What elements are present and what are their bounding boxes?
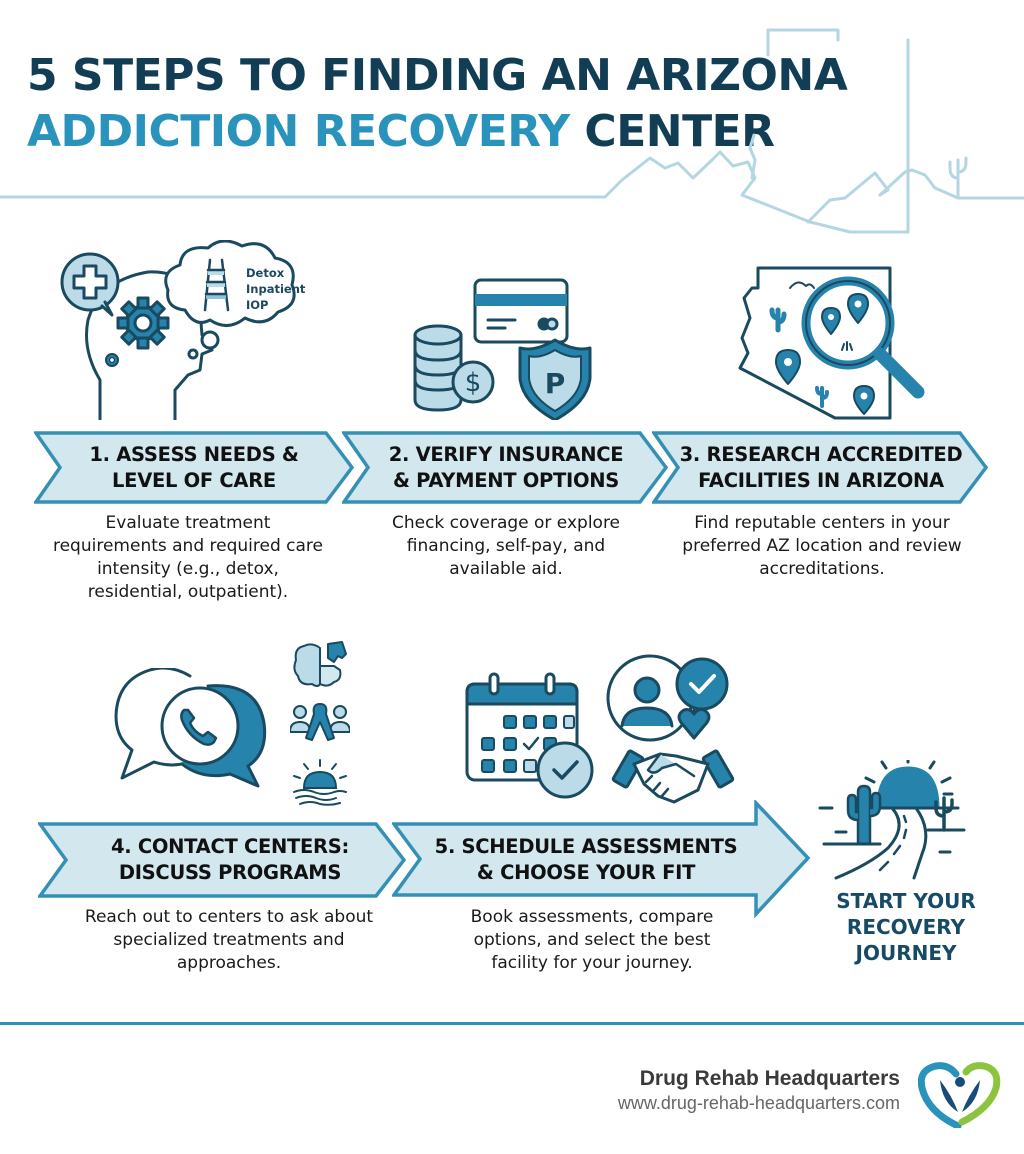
title-line-1: 5 STEPS TO FINDING AN ARIZONA <box>27 50 848 101</box>
step-1-description: Evaluate treatment requirements and requ… <box>52 513 324 602</box>
step-4-description: Reach out to centers to ask about specia… <box>84 907 374 973</box>
arizona-map-search-icon <box>738 266 925 420</box>
calendar-handshake-icon <box>465 654 735 804</box>
chevron-shape <box>34 431 354 504</box>
title-dark-text: CENTER <box>569 106 775 157</box>
step-2-title: 2. VERIFY INSURANCE& PAYMENT OPTIONS <box>388 442 624 492</box>
chevron-shape <box>652 431 988 504</box>
brain-puzzle-icon <box>293 641 347 687</box>
cloud-label-inpatient: Inpatient <box>246 282 306 296</box>
step-4-title: 4. CONTACT CENTERS:DISCUSS PROGRAMS <box>111 835 349 884</box>
cloud-label-iop: IOP <box>246 298 269 312</box>
title-line-2: ADDICTION RECOVERY CENTER <box>27 104 987 160</box>
step-5-title: 5. SCHEDULE ASSESSMENTS& CHOOSE YOUR FIT <box>434 834 738 884</box>
chat-phone-icon <box>114 668 267 788</box>
chevron-shape <box>342 431 668 504</box>
cloud-label-list: Detox Inpatient IOP <box>246 265 305 313</box>
desert-road-sunrise-icon <box>818 760 966 880</box>
step-3-description: Find reputable centers in your preferred… <box>682 513 962 579</box>
brand-url-link[interactable]: www.drug-rehab-headquarters.com <box>617 1093 900 1113</box>
step-5-description: Book assessments, compare options, and s… <box>470 907 714 973</box>
step-1-banner: 1. ASSESS NEEDS &LEVEL OF CARE <box>34 431 354 504</box>
cloud-label-detox: Detox <box>246 266 285 280</box>
svg-text:P: P <box>545 367 566 400</box>
footer-brand: Drug Rehab Headquarters www.drug-rehab-h… <box>618 1066 900 1114</box>
brand-name: Drug Rehab Headquarters <box>639 1067 900 1090</box>
heart-figure-logo-icon <box>918 1062 1001 1128</box>
page-title: 5 STEPS TO FINDING AN ARIZONA ADDICTION … <box>27 48 987 160</box>
journey-label: START YOUR RECOVERY JOURNEY <box>836 889 976 965</box>
payment-insurance-icon: $ P <box>413 278 592 420</box>
step-4-banner: 4. CONTACT CENTERS:DISCUSS PROGRAMS <box>38 822 406 898</box>
footer-divider <box>0 1022 1024 1025</box>
title-accent-text: ADDICTION RECOVERY <box>27 106 570 157</box>
sunrise-waves-icon <box>293 759 347 806</box>
svg-text:$: $ <box>465 368 482 398</box>
step-2-description: Check coverage or explore financing, sel… <box>391 513 621 579</box>
head-thought-cloud-icon <box>60 240 296 420</box>
chevron-shape <box>38 822 406 898</box>
arrow-shape <box>392 800 811 918</box>
step-2-banner: 2. VERIFY INSURANCE& PAYMENT OPTIONS <box>342 431 668 504</box>
step-5-banner: 5. SCHEDULE ASSESSMENTS& CHOOSE YOUR FIT <box>392 800 812 918</box>
step-1-title: 1. ASSESS NEEDS &LEVEL OF CARE <box>89 442 299 492</box>
awareness-ribbon-group-icon <box>290 703 350 741</box>
